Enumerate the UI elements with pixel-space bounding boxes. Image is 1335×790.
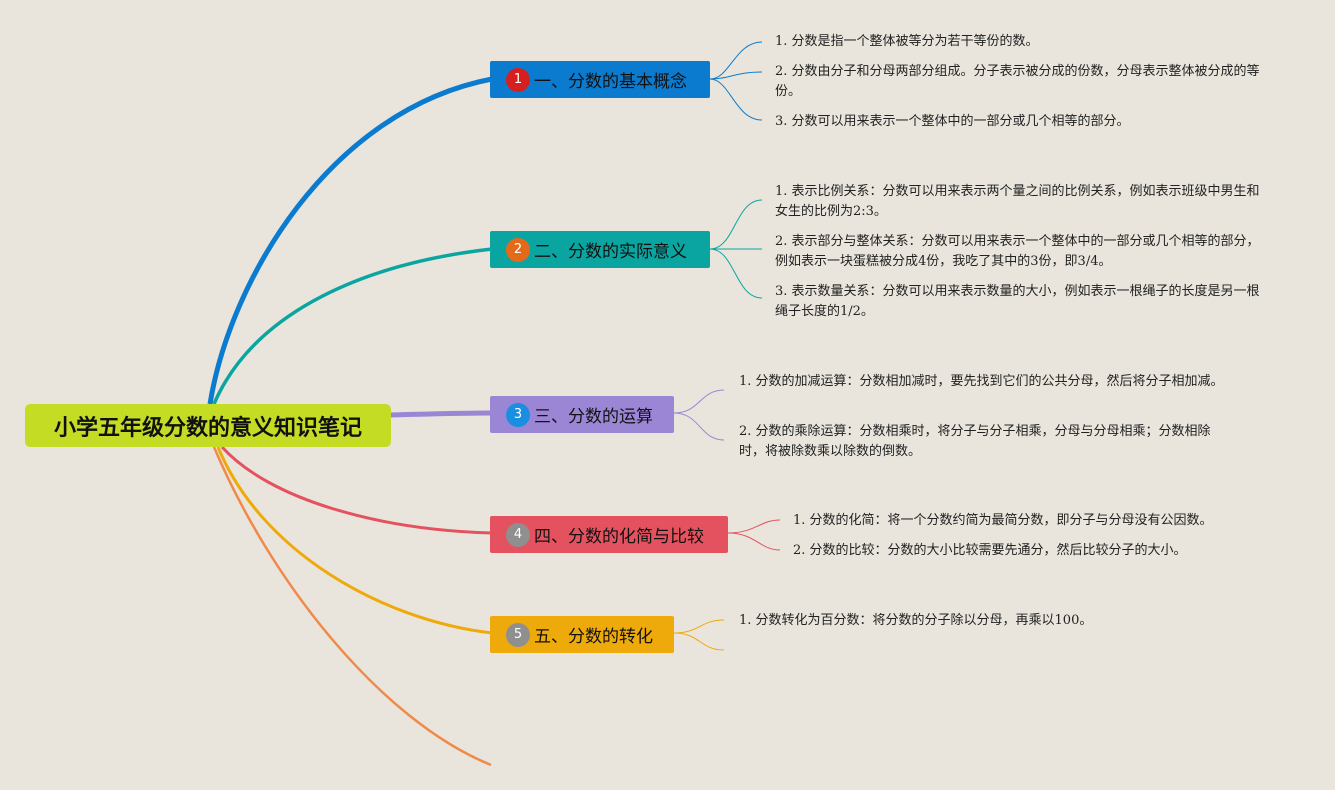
branch-1-item-1: 1. 分数是指一个整体被等分为若干等份的数。 bbox=[775, 34, 1039, 49]
connector-branch-2 bbox=[212, 247, 493, 405]
branch-2-item-1: 1. 表示比例关系：分数可以用来表示两个量之间的比例关系，例如表示班级中男生和女… bbox=[775, 184, 1260, 219]
branch-2-item-2: 2. 表示部分与整体关系：分数可以用来表示一个整体中的一部分或几个相等的部分，例… bbox=[775, 234, 1260, 269]
branch-4[interactable]: 4 四、分数的化简与比较 bbox=[490, 516, 728, 553]
branch-4-item-1: 1. 分数的化简：将一个分数约简为最简分数，即分子与分母没有公因数。 bbox=[793, 513, 1213, 528]
number-badge-2: 2 bbox=[506, 237, 530, 262]
branch-1-item-3: 3. 分数可以用来表示一个整体中的一部分或几个相等的部分。 bbox=[775, 114, 1130, 129]
branch-2-title: 二、分数的实际意义 bbox=[534, 242, 687, 262]
branch-5-title: 五、分数的转化 bbox=[534, 627, 653, 647]
connector-branch-4 bbox=[220, 445, 493, 535]
branch-1-item-2: 2. 分数由分子和分母两部分组成。分子表示被分成的份数，分母表示整体被分成的等份… bbox=[775, 64, 1260, 99]
branch-5[interactable]: 5 五、分数的转化 bbox=[490, 616, 674, 653]
connector-branch-3 bbox=[389, 410, 493, 418]
connector-branch-5 bbox=[216, 446, 493, 635]
branch-5-item-1: 1. 分数转化为百分数：将分数的分子除以分母，再乘以100。 bbox=[739, 613, 1093, 628]
branch-3-item-2: 2. 分数的乘除运算：分数相乘时，将分子与分子相乘，分母与分母相乘；分数相除时，… bbox=[739, 424, 1211, 459]
root-topic[interactable]: 小学五年级分数的意义知识笔记 bbox=[25, 404, 391, 447]
branch-1-title: 一、分数的基本概念 bbox=[534, 72, 687, 92]
connector-branch-1 bbox=[207, 76, 493, 405]
branch-2[interactable]: 2 二、分数的实际意义 bbox=[490, 231, 710, 268]
number-badge-5: 5 bbox=[506, 622, 530, 647]
branch-4-title: 四、分数的化简与比较 bbox=[534, 527, 704, 547]
number-badge-4: 4 bbox=[506, 522, 530, 547]
number-badge-3: 3 bbox=[506, 402, 530, 427]
number-badge-1: 1 bbox=[506, 67, 530, 92]
branch-1[interactable]: 1 一、分数的基本概念 bbox=[490, 61, 710, 98]
branch-3[interactable]: 3 三、分数的运算 bbox=[490, 396, 674, 433]
branch-2-item-3: 3. 表示数量关系：分数可以用来表示数量的大小，例如表示一根绳子的长度是另一根绳… bbox=[775, 284, 1260, 319]
branch-4-item-2: 2. 分数的比较：分数的大小比较需要先通分，然后比较分子的大小。 bbox=[793, 543, 1187, 558]
connector-extra bbox=[212, 446, 492, 767]
branch-3-item-1: 1. 分数的加减运算：分数相加减时，要先找到它们的公共分母，然后将分子相加减。 bbox=[739, 374, 1224, 389]
branch-3-title: 三、分数的运算 bbox=[534, 407, 653, 427]
root-title: 小学五年级分数的意义知识笔记 bbox=[53, 415, 362, 441]
